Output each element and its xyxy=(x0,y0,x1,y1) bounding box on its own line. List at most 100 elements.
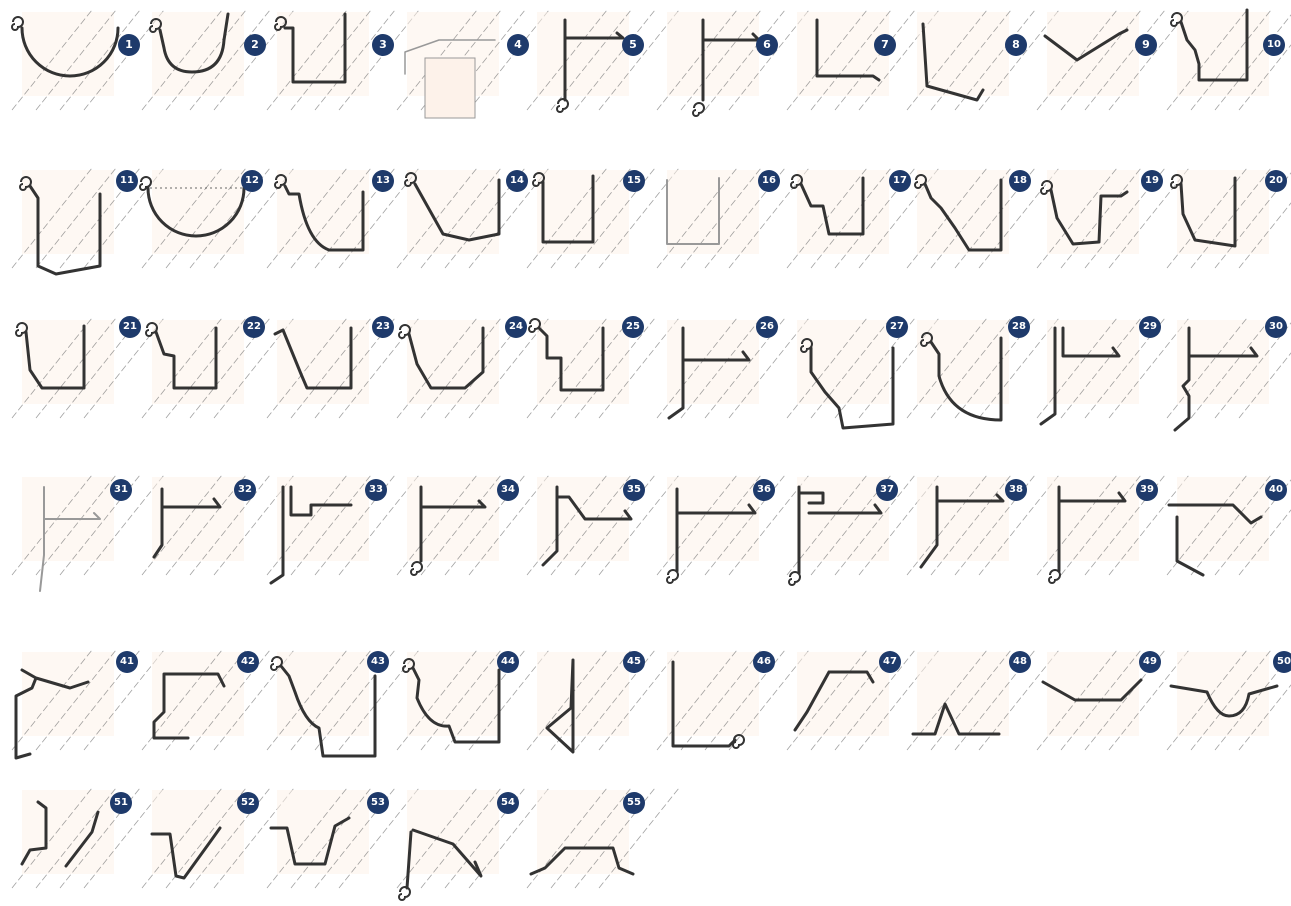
hatch-line xyxy=(1108,649,1190,751)
profile-number-badge: 11 xyxy=(116,170,138,192)
profile-22-drawing xyxy=(141,317,295,419)
hatch-line xyxy=(35,317,117,419)
profile-fill xyxy=(1177,12,1269,96)
profile-number-badge: 16 xyxy=(758,170,780,192)
profile-fill xyxy=(152,170,244,254)
hatch-line xyxy=(1238,202,1291,269)
hatch-line xyxy=(728,474,810,576)
profile-fill xyxy=(277,652,369,736)
hatch-line xyxy=(1108,474,1190,576)
profile-outline xyxy=(1173,326,1259,432)
profile-15 xyxy=(525,158,680,286)
hatch-line xyxy=(468,474,550,576)
hatch-line xyxy=(786,317,868,419)
profile-30 xyxy=(1165,308,1291,436)
profile-outline xyxy=(1043,28,1129,62)
hatch-line xyxy=(598,649,680,751)
hatch-line xyxy=(468,317,550,419)
profile-fill xyxy=(22,12,114,96)
profile-55-drawing xyxy=(526,787,680,889)
profile-53-drawing xyxy=(266,787,420,889)
profile-36-drawing xyxy=(656,474,810,584)
profile-outline xyxy=(1179,176,1237,248)
hatch-line xyxy=(1238,352,1291,419)
hatch-line xyxy=(810,9,892,111)
profile-13-drawing xyxy=(266,167,420,269)
profile-28-drawing xyxy=(906,317,1060,422)
hatch-line xyxy=(338,474,420,576)
profile-46-drawing xyxy=(656,649,810,751)
hatch-line xyxy=(786,9,868,111)
profile-fill xyxy=(537,170,629,254)
profile-42-drawing xyxy=(141,649,295,751)
hatch-line xyxy=(526,474,608,576)
profile-24 xyxy=(395,308,550,436)
profile-14-drawing xyxy=(396,167,550,269)
hatch-line xyxy=(978,317,1060,419)
hatch-line xyxy=(786,649,868,751)
bead-curl xyxy=(528,318,541,333)
hatch-line xyxy=(656,167,738,269)
hatch-line xyxy=(550,317,632,419)
hatch-line xyxy=(728,167,810,269)
profile-fill xyxy=(917,320,1009,404)
bead-curl xyxy=(800,338,813,353)
profile-39-drawing xyxy=(1036,474,1190,584)
hatch-line xyxy=(656,649,738,751)
hatch-line xyxy=(1166,317,1248,419)
bead-curl xyxy=(11,16,24,31)
profile-29-drawing xyxy=(1036,317,1190,426)
profile-fill xyxy=(152,790,244,874)
profile-outline xyxy=(671,660,737,748)
profile-fill xyxy=(797,652,889,736)
hatch-line xyxy=(420,474,502,576)
profile-number-badge: 48 xyxy=(1009,651,1031,673)
profile-37 xyxy=(785,465,940,593)
hatch-line xyxy=(165,317,247,419)
profile-number-badge: 35 xyxy=(623,479,645,501)
profile-outline xyxy=(675,487,757,573)
profile-41-drawing xyxy=(11,649,165,760)
hatch-line xyxy=(526,317,608,419)
profile-1-drawing xyxy=(11,9,165,111)
hatch-line xyxy=(290,167,372,269)
hatch-line xyxy=(420,167,502,269)
profile-outline xyxy=(20,26,120,78)
hatch-line xyxy=(35,649,117,751)
hatch-line xyxy=(35,474,117,576)
hatch-line xyxy=(1060,9,1142,111)
profile-16-drawing xyxy=(656,167,810,269)
hatch-line xyxy=(59,9,141,111)
hatch-line xyxy=(810,167,892,269)
profile-number-badge: 22 xyxy=(243,316,265,338)
hatch-line xyxy=(1036,474,1118,576)
hatch-line xyxy=(396,649,478,751)
profile-33 xyxy=(265,465,420,593)
hatch-line xyxy=(83,474,165,576)
profile-50-drawing xyxy=(1166,649,1291,751)
profile-46 xyxy=(655,640,810,768)
profile-fill xyxy=(1177,170,1269,254)
hatch-line xyxy=(141,167,223,269)
hatch-line xyxy=(526,9,608,111)
profile-55 xyxy=(525,778,680,906)
profile-number-badge: 14 xyxy=(506,170,528,192)
profile-23 xyxy=(265,308,420,436)
profile-23-drawing xyxy=(266,317,420,419)
bead-curl xyxy=(270,656,283,671)
hatch-line xyxy=(468,649,550,751)
hatch-line xyxy=(680,649,762,751)
profile-outline xyxy=(1039,326,1121,426)
profile-5 xyxy=(525,0,680,128)
profile-outline xyxy=(1179,8,1249,82)
profile-28 xyxy=(905,308,1060,436)
profile-number-badge: 52 xyxy=(237,792,259,814)
profile-number-badge: 12 xyxy=(241,170,263,192)
hatch-line xyxy=(141,317,223,419)
profile-17-drawing xyxy=(786,167,940,269)
profile-fill xyxy=(152,652,244,736)
profile-fill xyxy=(667,170,759,254)
profile-7-drawing xyxy=(786,9,940,111)
bead-curl xyxy=(15,322,28,337)
profile-outline xyxy=(152,487,222,559)
